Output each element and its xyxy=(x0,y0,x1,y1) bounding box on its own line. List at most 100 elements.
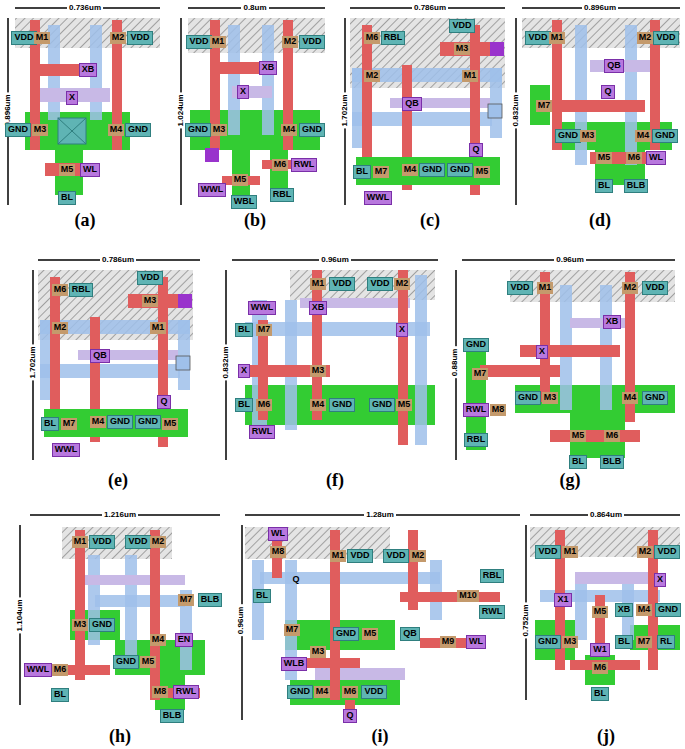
dimension-label: 0.832um xyxy=(221,344,232,380)
transistor-label: M8 xyxy=(270,546,287,558)
contact-label: BL xyxy=(595,179,613,193)
via-label: X xyxy=(654,573,666,587)
transistor-label: M3 xyxy=(32,124,49,136)
contact-label: RBL xyxy=(270,188,295,202)
transistor-label: M4 xyxy=(281,124,298,136)
dimension-label: 0.96um xyxy=(554,255,586,266)
contact-label: GND xyxy=(333,627,359,641)
via-label: Q xyxy=(157,395,170,409)
contact-label: BLB xyxy=(198,593,223,607)
via-label: WWL xyxy=(364,191,393,205)
dimension-label: 1.104um xyxy=(15,597,26,633)
transistor-label: M5 xyxy=(596,152,613,164)
via-label: WWL xyxy=(248,301,277,315)
transistor-label: M5 xyxy=(59,164,76,176)
contact-label: BL xyxy=(569,455,587,469)
via-label: X xyxy=(237,85,249,99)
contact-label: GND xyxy=(107,415,133,429)
contact-label: RBL xyxy=(69,283,94,297)
dimension-label: 0.8um xyxy=(241,3,268,14)
dimension-label: 1.702um xyxy=(340,92,351,128)
contact-label: GND xyxy=(287,685,313,699)
transistor-label: M4 xyxy=(314,686,331,698)
transistor-label: M4 xyxy=(310,399,327,411)
via-label: QB xyxy=(90,349,110,363)
transistor-label: M2 xyxy=(110,32,127,44)
via-label: RWL xyxy=(463,403,489,417)
subfigure-caption: (c) xyxy=(418,210,442,231)
subfigure-caption: (h) xyxy=(107,726,133,747)
transistor-label: M2 xyxy=(410,550,427,562)
contact-label: VDD xyxy=(653,31,678,45)
contact-label: VDD xyxy=(507,281,532,295)
contact-label: BL xyxy=(41,417,59,431)
contact-label: BL xyxy=(235,398,253,412)
contact-label: BL xyxy=(51,688,69,702)
subfigure-caption: (j) xyxy=(595,726,617,747)
transistor-label: M3 xyxy=(211,124,228,136)
transistor-label: M1 xyxy=(72,536,89,548)
contact-label: GND xyxy=(89,618,115,632)
via-label: Q xyxy=(601,85,614,99)
via-label: RWL xyxy=(291,158,317,172)
transistor-label: M3 xyxy=(72,619,89,631)
transistor-label: M2 xyxy=(150,536,167,548)
contact-label: GND xyxy=(113,655,139,669)
transistor-label: M7 xyxy=(472,368,489,380)
via-label: WL xyxy=(646,151,666,165)
transistor-label: M2 xyxy=(282,36,299,48)
contact-label: RBL xyxy=(480,569,505,583)
subfigure-caption: (g) xyxy=(558,470,583,491)
transistor-label: M9 xyxy=(440,636,457,648)
via-label: X xyxy=(536,345,548,359)
via-label: QB xyxy=(604,59,624,73)
transistor-label: M4 xyxy=(90,416,107,428)
transistor-label: M2 xyxy=(637,546,654,558)
transistor-label: M5 xyxy=(362,628,379,640)
transistor-label: M6 xyxy=(592,662,609,674)
transistor-label: M4 xyxy=(402,164,419,176)
contact-label: GND xyxy=(655,603,681,617)
contact-label: BLB xyxy=(160,709,185,723)
via-label: Q xyxy=(469,143,482,157)
contact-label: GND xyxy=(329,398,355,412)
transistor-label: M7 xyxy=(256,324,273,336)
via-label: WL xyxy=(466,635,486,649)
transistor-label: M5 xyxy=(474,166,491,178)
transistor-label: M3 xyxy=(580,130,597,142)
transistor-label: M1 xyxy=(210,36,227,48)
subfigure-caption: (f) xyxy=(324,470,346,491)
transistor-label: M2 xyxy=(637,32,654,44)
transistor-label: M4 xyxy=(622,392,639,404)
via-label: EN xyxy=(175,633,194,647)
via-label: RWL xyxy=(173,685,199,699)
transistor-label: M6 xyxy=(52,664,69,676)
transistor-label: M3 xyxy=(142,295,159,307)
via-label: WLB xyxy=(281,657,308,671)
transistor-label: M3 xyxy=(310,365,327,377)
contact-label: GND xyxy=(185,123,211,137)
via-label: XB xyxy=(603,315,622,329)
transistor-label: M1 xyxy=(549,32,566,44)
subfigure-caption: (d) xyxy=(587,210,613,231)
transistor-label: M1 xyxy=(462,70,479,82)
transistor-label: M7 xyxy=(373,166,390,178)
net-label: Q xyxy=(290,574,301,586)
contact-label: GND xyxy=(447,163,473,177)
contact-label: VDD xyxy=(525,31,550,45)
contact-label: GND xyxy=(463,338,489,352)
transistor-label: M4 xyxy=(636,604,653,616)
contact-label: BL xyxy=(235,323,253,337)
contact-label: VDD xyxy=(89,535,114,549)
via-label: QB xyxy=(402,97,422,111)
transistor-label: M2 xyxy=(394,278,411,290)
via-label: WWL xyxy=(198,183,227,197)
dimension-label: 0.88um xyxy=(451,346,462,378)
transistor-label: M7 xyxy=(61,418,78,430)
contact-label: VDD xyxy=(347,549,372,563)
dimension-label: 0.832um xyxy=(511,92,522,128)
contact-label: VDD xyxy=(127,31,152,45)
contact-label: GND xyxy=(369,398,395,412)
dimension-label: 1.28um xyxy=(364,510,396,521)
contact-label: BL xyxy=(58,191,76,205)
